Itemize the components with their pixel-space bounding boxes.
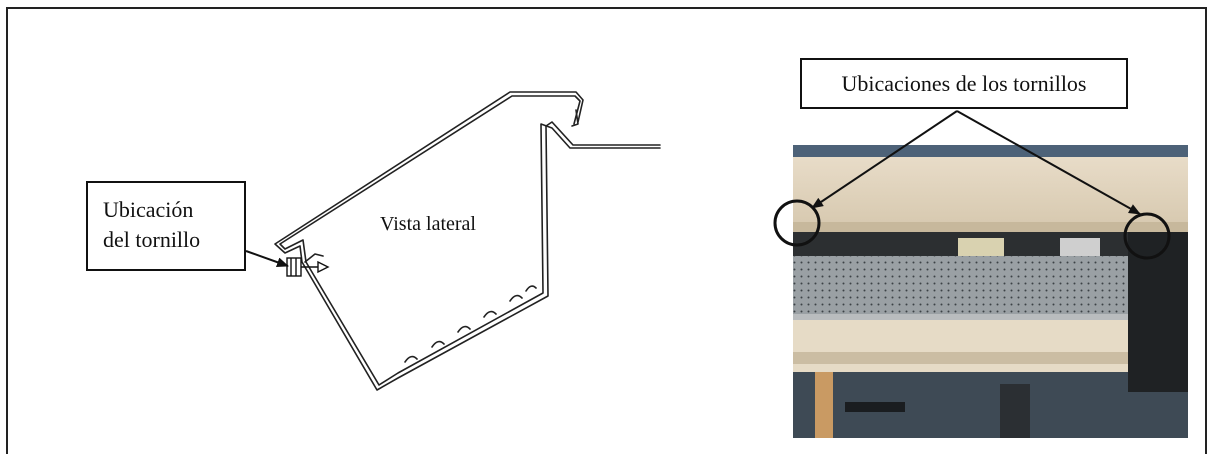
screw-arrow — [245, 250, 289, 268]
locations-arrow-left — [811, 110, 958, 209]
trough-flange-lip — [571, 109, 579, 127]
side-view-label: Vista lateral — [380, 213, 476, 235]
screw-location-callout: Ubicación del tornillo — [86, 181, 246, 271]
trough-outer-profile — [274, 91, 661, 391]
screw-marker-right — [1123, 212, 1171, 260]
screw-marker-left — [773, 199, 821, 247]
side-view-drawing — [274, 91, 661, 391]
inner-clip — [304, 253, 324, 263]
screw-location-line1: Ubicación — [103, 197, 194, 222]
rib-bumps — [404, 285, 537, 363]
locations-arrow-right — [956, 110, 1141, 215]
trough-inner-profile — [279, 95, 661, 386]
screw-location-line2: del tornillo — [103, 227, 201, 252]
figure-frame — [6, 7, 1207, 454]
screw-icon — [286, 257, 330, 277]
machine-photo — [793, 145, 1188, 438]
screw-locations-callout: Ubicaciones de los tornillos — [800, 58, 1128, 109]
